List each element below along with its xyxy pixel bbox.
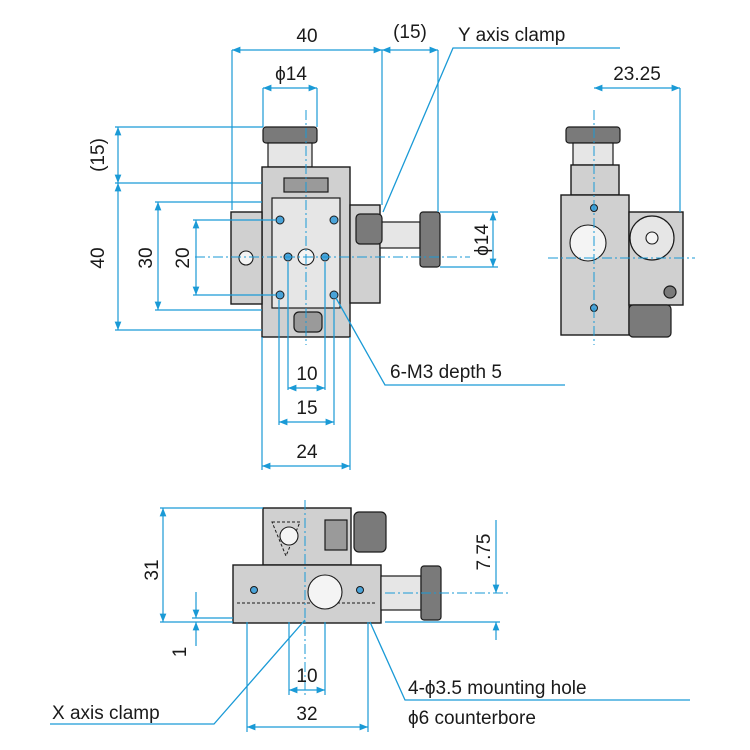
dim-20: 20 xyxy=(173,247,194,268)
label-y-axis-clamp: Y axis clamp xyxy=(458,25,565,46)
front-upper-clamp xyxy=(353,511,387,553)
leader-mounting-hole xyxy=(369,621,690,701)
dim-23-25: 23.25 xyxy=(613,64,661,85)
side-view: 23.25 xyxy=(548,64,695,345)
dim-10-top: 10 xyxy=(296,364,317,385)
front-upper-slot xyxy=(324,519,348,551)
side-knob-barrel xyxy=(572,142,614,166)
tapped-hole-2 xyxy=(329,215,339,225)
leader-y-axis-clamp xyxy=(382,47,620,213)
side-upper-block xyxy=(570,164,620,196)
dim-24: 24 xyxy=(296,442,318,463)
side-lower-screw xyxy=(628,304,672,338)
label-tapped-holes: 6-M3 depth 5 xyxy=(390,362,502,383)
dim-clamp-offset: (15) xyxy=(393,22,427,43)
dim-height: 40 xyxy=(88,247,109,268)
leader-tapped-holes xyxy=(335,297,565,386)
front-base xyxy=(232,564,382,624)
dim-knob-diameter: ϕ14 xyxy=(275,64,307,85)
label-x-axis-clamp: X axis clamp xyxy=(52,703,160,724)
y-clamp-screw xyxy=(355,213,383,245)
front-view: 31 1 7.75 10 32 X axis clamp 4-ϕ3.5 moun… xyxy=(50,500,690,732)
label-mounting-hole: 4-ϕ3.5 mounting hole xyxy=(408,678,587,699)
side-small-screw xyxy=(663,285,677,299)
leader-x-axis-clamp xyxy=(50,619,306,725)
y-knob-barrel xyxy=(379,221,421,249)
front-mounting-hole-1 xyxy=(250,586,258,594)
dim-7-75: 7.75 xyxy=(474,534,495,571)
tapped-hole-5 xyxy=(275,290,285,300)
tapped-hole-6 xyxy=(329,290,339,300)
dim-height-offset: (15) xyxy=(88,138,109,172)
side-knob-knurl xyxy=(565,126,621,144)
y-knob-knurl xyxy=(419,211,441,268)
front-upper-hole xyxy=(279,526,299,546)
top-knob-knurl xyxy=(262,126,318,144)
dim-1: 1 xyxy=(170,647,191,658)
front-mounting-hole-2 xyxy=(356,586,364,594)
bottom-screw-block xyxy=(293,311,323,333)
dim-10-front: 10 xyxy=(296,666,317,687)
top-view: 40 (15) ϕ14 (15) 40 30 20 ϕ14 xyxy=(88,22,620,470)
tapped-hole-1 xyxy=(275,215,285,225)
top-knob-barrel xyxy=(267,142,313,168)
dim-30: 30 xyxy=(136,247,157,268)
side-large-hole xyxy=(569,224,607,262)
dim-15: 15 xyxy=(296,398,317,419)
front-base-hole xyxy=(307,574,343,610)
dim-31: 31 xyxy=(142,559,163,580)
side-clamp-hole xyxy=(645,231,659,245)
dim-y-knob-diameter: ϕ14 xyxy=(472,224,493,256)
dim-32: 32 xyxy=(296,704,317,725)
label-counterbore: ϕ6 counterbore xyxy=(408,708,536,729)
side-main-block xyxy=(560,194,630,336)
left-side-hole xyxy=(238,250,254,266)
dim-top-width: 40 xyxy=(296,26,317,47)
